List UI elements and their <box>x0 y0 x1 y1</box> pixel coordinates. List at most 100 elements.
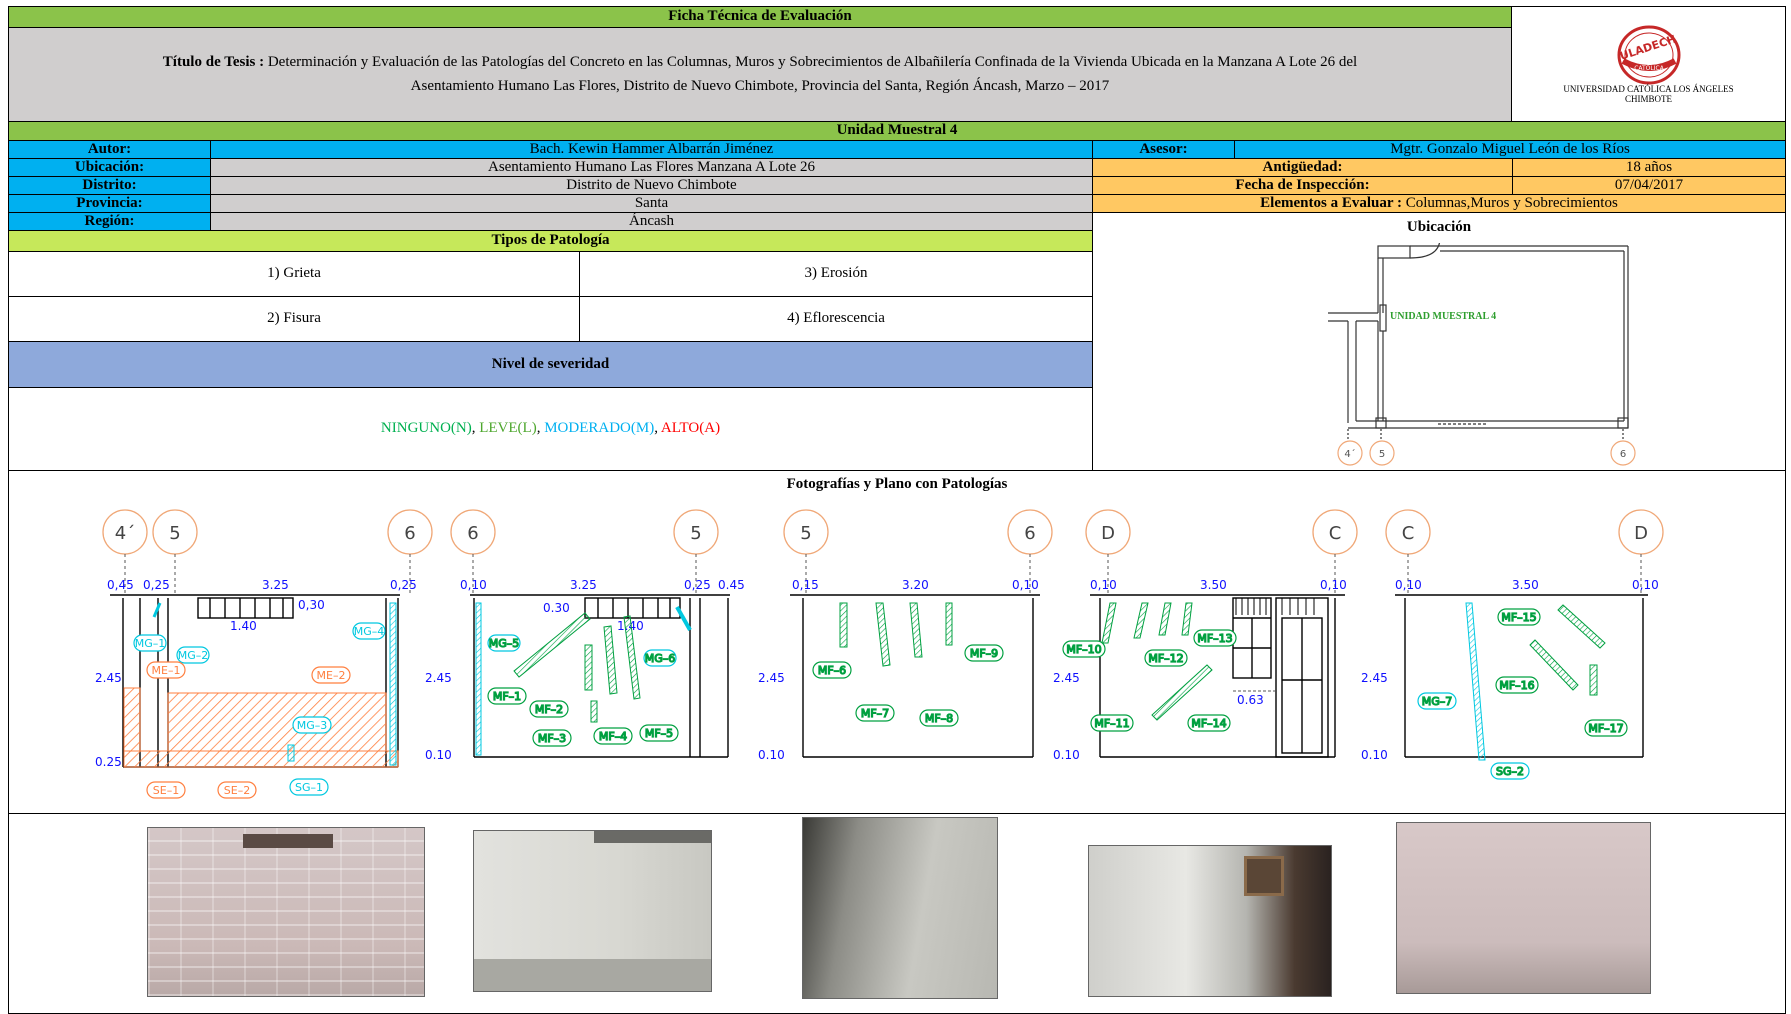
svg-text:MF–2: MF–2 <box>535 703 563 716</box>
svg-text:MF–12: MF–12 <box>1148 652 1183 665</box>
severity-level: MODERADO(M) <box>544 420 655 437</box>
svg-text:0,10: 0,10 <box>1395 578 1422 592</box>
svg-text:ME–2: ME–2 <box>317 669 346 682</box>
fecha-label: Fecha de Inspección: <box>1092 176 1513 195</box>
svg-text:MF–15: MF–15 <box>1501 611 1536 624</box>
svg-text:0.30: 0.30 <box>543 601 570 615</box>
svg-text:0.10: 0.10 <box>758 748 785 762</box>
svg-text:6: 6 <box>467 523 478 544</box>
svg-text:0.10: 0.10 <box>1361 748 1388 762</box>
patologia-title: Tipos de Patología <box>8 230 1093 252</box>
ubicacion-plan-box: Ubicación <box>1092 212 1786 471</box>
svg-text:0,10: 0,10 <box>1012 578 1039 592</box>
panel-1: 4´ 5 6 0,45 0,25 3.25 0,25 0,30 1.40 2.4… <box>95 509 433 799</box>
thesis-title-box: Título de Tesis : Determinación y Evalua… <box>8 27 1512 122</box>
svg-text:3.25: 3.25 <box>570 578 597 592</box>
antiguedad-value: 18 años <box>1512 158 1786 177</box>
svg-text:MF–4: MF–4 <box>599 730 627 743</box>
svg-text:MF–5: MF–5 <box>645 727 673 740</box>
svg-text:MF–16: MF–16 <box>1499 679 1534 692</box>
svg-text:SE–2: SE–2 <box>224 784 250 797</box>
svg-text:0,45: 0,45 <box>107 578 134 592</box>
plan-axis-4: 4´ <box>1344 448 1355 460</box>
plan-unit-label: UNIDAD MUESTRAL 4 <box>1390 311 1496 322</box>
svg-text:SG–2: SG–2 <box>1496 765 1524 778</box>
svg-text:2.45: 2.45 <box>758 671 785 685</box>
region-label: Región: <box>8 212 211 231</box>
severidad-levels: NINGUNO(N), LEVE(L), MODERADO(M), ALTO(A… <box>8 387 1093 471</box>
antiguedad-label: Antigüedad: <box>1092 158 1513 177</box>
svg-text:MG–4: MG–4 <box>354 625 385 638</box>
svg-text:MG–7: MG–7 <box>1422 695 1453 708</box>
provincia-label: Provincia: <box>8 194 211 213</box>
plan-axis-5: 5 <box>1379 449 1385 460</box>
svg-text:3.20: 3.20 <box>902 578 929 592</box>
logo-caption1: UNIVERSIDAD CATÓLICA LOS ÁNGELES <box>1563 84 1734 95</box>
svg-text:0.10: 0.10 <box>425 748 452 762</box>
patologia-eflorescencia: 4) Eflorescencia <box>579 296 1093 342</box>
elementos-value: Columnas,Muros y Sobrecimientos <box>1401 194 1618 211</box>
svg-text:0,10: 0,10 <box>1632 578 1659 592</box>
svg-text:0,10: 0,10 <box>1320 578 1347 592</box>
thesis-line1: Determinación y Evaluación de las Patolo… <box>267 54 1358 71</box>
svg-text:C: C <box>1402 523 1415 544</box>
uladech-logo: ULADECH CATÓLICA <box>1617 25 1680 85</box>
photo-3 <box>802 817 998 999</box>
svg-text:5: 5 <box>690 523 701 544</box>
plan-axis-6: 6 <box>1620 449 1626 460</box>
svg-text:MG–3: MG–3 <box>297 719 328 732</box>
svg-text:MF–13: MF–13 <box>1197 632 1232 645</box>
svg-text:SG–1: SG–1 <box>295 781 323 794</box>
unit-title: Unidad Muestral 4 <box>8 121 1786 141</box>
svg-text:MF–10: MF–10 <box>1066 643 1101 656</box>
svg-text:0.10: 0.10 <box>1053 748 1080 762</box>
photo-1 <box>147 827 425 997</box>
severidad-title: Nivel de severidad <box>8 341 1093 388</box>
university-logo-box: ULADECH CATÓLICA UNIVERSIDAD CATÓLICA LO… <box>1511 6 1786 122</box>
svg-text:D: D <box>1634 523 1648 544</box>
svg-text:2.45: 2.45 <box>1053 671 1080 685</box>
sheet-title: Ficha Técnica de Evaluación <box>8 6 1512 28</box>
svg-text:0,25: 0,25 <box>143 578 170 592</box>
logo-caption2: CHIMBOTE <box>1625 94 1672 104</box>
severity-level: ALTO(A) <box>660 420 721 437</box>
patologia-grieta: 1) Grieta <box>8 251 580 297</box>
svg-text:5: 5 <box>800 523 811 544</box>
plans-title: Fotografías y Plano con Patologías <box>786 476 1008 492</box>
panel-3: 5 6 0,15 3.20 0,10 2.45 0.10 MF–6 MF–7 M… <box>758 509 1053 762</box>
svg-text:2.45: 2.45 <box>95 671 122 685</box>
p1-axis-a: 4´ <box>115 523 135 544</box>
thesis-line2: Asentamiento Humano Las Flores, Distrito… <box>410 77 1110 94</box>
severity-level: , <box>654 420 661 437</box>
provincia-value: Santa <box>210 194 1093 213</box>
svg-text:ME–1: ME–1 <box>152 664 181 677</box>
ubicacion-value: Asentamiento Humano Las Flores Manzana A… <box>210 158 1093 177</box>
svg-text:MF–1: MF–1 <box>493 690 521 703</box>
svg-text:3.25: 3.25 <box>262 578 289 592</box>
svg-text:MF–6: MF–6 <box>818 664 846 677</box>
plans-divider <box>8 813 1786 814</box>
svg-text:0,10: 0,10 <box>460 578 487 592</box>
svg-text:MF–7: MF–7 <box>861 707 889 720</box>
svg-text:3.50: 3.50 <box>1200 578 1227 592</box>
svg-text:0.63: 0.63 <box>1237 693 1264 707</box>
panel-4: D C 0,10 3.50 0,10 2.45 0.10 0.63 <box>1053 509 1358 762</box>
svg-text:MF–8: MF–8 <box>925 712 953 725</box>
svg-text:0,25: 0,25 <box>684 578 711 592</box>
svg-text:MF–3: MF–3 <box>538 732 566 745</box>
fecha-value: 07/04/2017 <box>1512 176 1786 195</box>
svg-text:MF–9: MF–9 <box>970 647 998 660</box>
svg-text:0.25: 0.25 <box>95 755 122 769</box>
severity-level: LEVE(L) <box>479 420 537 437</box>
svg-text:2.45: 2.45 <box>1361 671 1388 685</box>
svg-text:MG–1: MG–1 <box>135 637 166 650</box>
svg-text:MF–17: MF–17 <box>1588 722 1623 735</box>
p1-axis-c: 6 <box>404 523 415 544</box>
svg-text:1.40: 1.40 <box>230 619 257 633</box>
distrito-label: Distrito: <box>8 176 211 195</box>
svg-text:MG–5: MG–5 <box>489 637 520 650</box>
svg-text:0,10: 0,10 <box>1090 578 1117 592</box>
patologia-erosion: 3) Erosión <box>579 251 1093 297</box>
autor-label: Autor: <box>8 140 211 159</box>
photo-4 <box>1088 845 1332 997</box>
